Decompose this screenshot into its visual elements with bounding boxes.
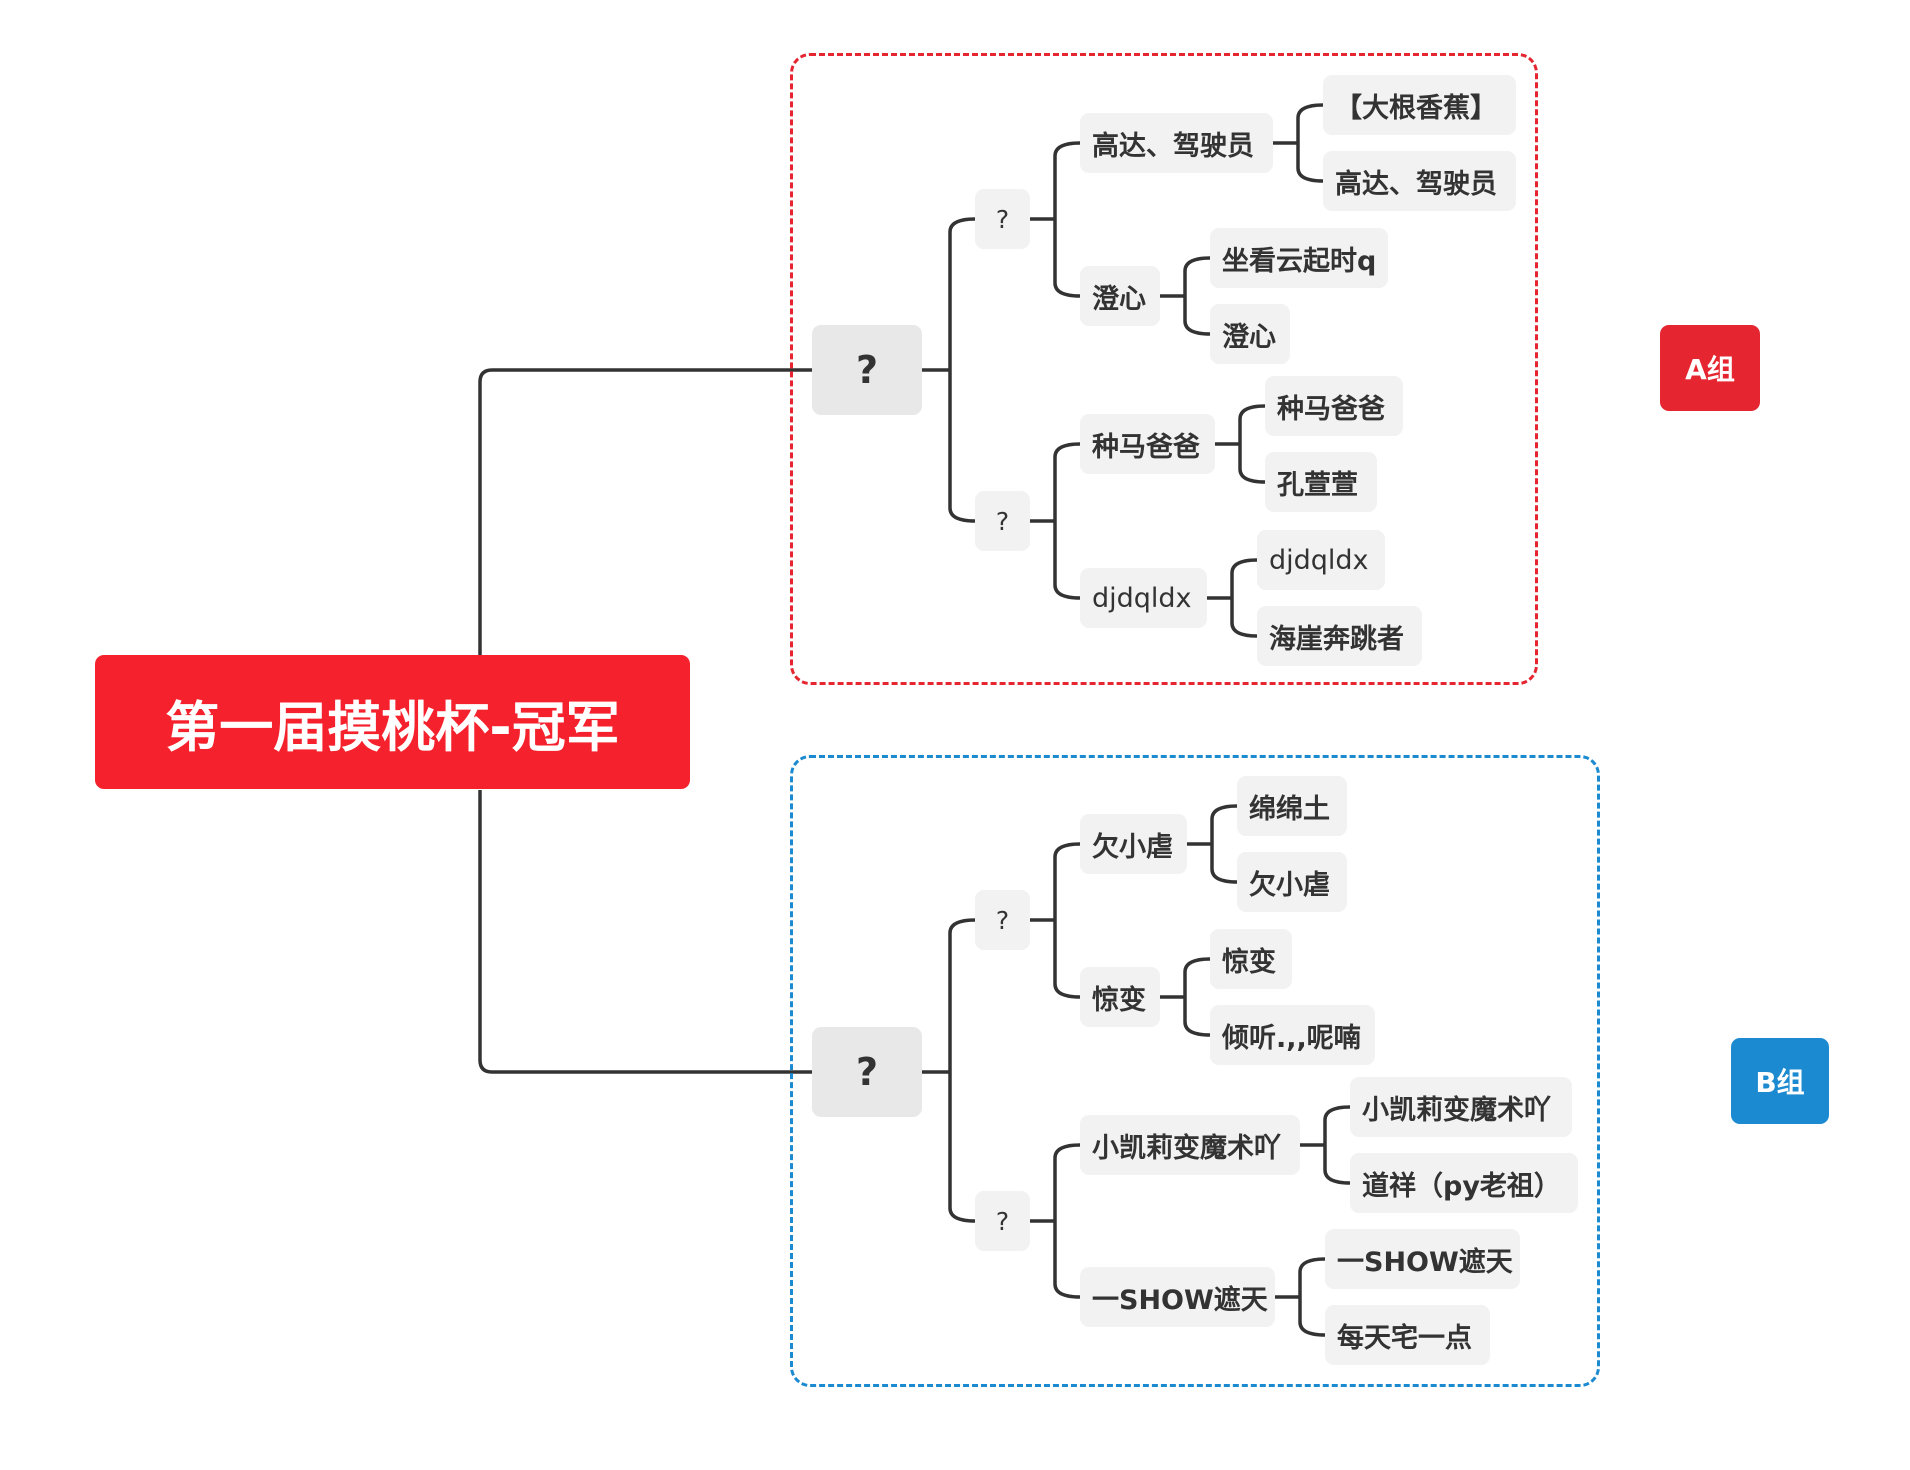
group-a-player-node[interactable]: 澄心 bbox=[1210, 304, 1290, 364]
group-b-player-node[interactable]: 小凯莉变魔术吖 bbox=[1350, 1077, 1572, 1137]
group-a-match-4-node[interactable]: djdqldx bbox=[1080, 568, 1207, 628]
group-b-player-node[interactable]: 道祥（py老祖） bbox=[1350, 1153, 1578, 1213]
group-b-box bbox=[790, 755, 1600, 1387]
group-b-match-4-node[interactable]: 一SHOW遮天 bbox=[1080, 1267, 1275, 1327]
group-b-match-2-node[interactable]: 惊变 bbox=[1080, 967, 1160, 1027]
group-a-player-node[interactable]: 【大根香蕉】 bbox=[1323, 75, 1516, 135]
group-b-player-node[interactable]: 欠小虐 bbox=[1237, 852, 1347, 912]
group-a-match-3-node[interactable]: 种马爸爸 bbox=[1080, 414, 1215, 474]
group-a-player-node[interactable]: 高达、驾驶员 bbox=[1323, 151, 1516, 211]
group-b-player-node[interactable]: 惊变 bbox=[1210, 929, 1292, 989]
group-a-player-node[interactable]: 海崖奔跳者 bbox=[1257, 606, 1422, 666]
group-b-match-1-node[interactable]: 欠小虐 bbox=[1080, 814, 1187, 874]
champion-root-node[interactable]: 第一届摸桃杯-冠军 bbox=[95, 655, 690, 789]
group-a-match-2-node[interactable]: 澄心 bbox=[1080, 266, 1160, 326]
group-a-box bbox=[790, 53, 1538, 685]
group-b-match-3-node[interactable]: 小凯莉变魔术吖 bbox=[1080, 1115, 1300, 1175]
group-b-player-node[interactable]: 绵绵土 bbox=[1237, 776, 1347, 836]
group-b-player-node[interactable]: 一SHOW遮天 bbox=[1325, 1229, 1520, 1289]
group-a-player-node[interactable]: djdqldx bbox=[1257, 530, 1385, 590]
group-b-semi-1-node[interactable]: ? bbox=[975, 890, 1030, 950]
group-a-semi-2-node[interactable]: ? bbox=[975, 491, 1030, 551]
group-b-player-node[interactable]: 倾听.,,呢喃 bbox=[1210, 1005, 1375, 1065]
group-a-match-1-node[interactable]: 高达、驾驶员 bbox=[1080, 113, 1273, 173]
group-b-label: B组 bbox=[1731, 1038, 1829, 1124]
group-a-label: A组 bbox=[1660, 325, 1760, 411]
group-a-semi-1-node[interactable]: ? bbox=[975, 189, 1030, 249]
group-b-final-node[interactable]: ? bbox=[812, 1027, 922, 1117]
group-a-player-node[interactable]: 种马爸爸 bbox=[1265, 376, 1403, 436]
group-a-player-node[interactable]: 孔萱萱 bbox=[1265, 452, 1377, 512]
group-b-semi-2-node[interactable]: ? bbox=[975, 1191, 1030, 1251]
group-a-final-node[interactable]: ? bbox=[812, 325, 922, 415]
group-a-player-node[interactable]: 坐看云起时q bbox=[1210, 228, 1388, 288]
group-b-player-node[interactable]: 每天宅一点 bbox=[1325, 1305, 1490, 1365]
